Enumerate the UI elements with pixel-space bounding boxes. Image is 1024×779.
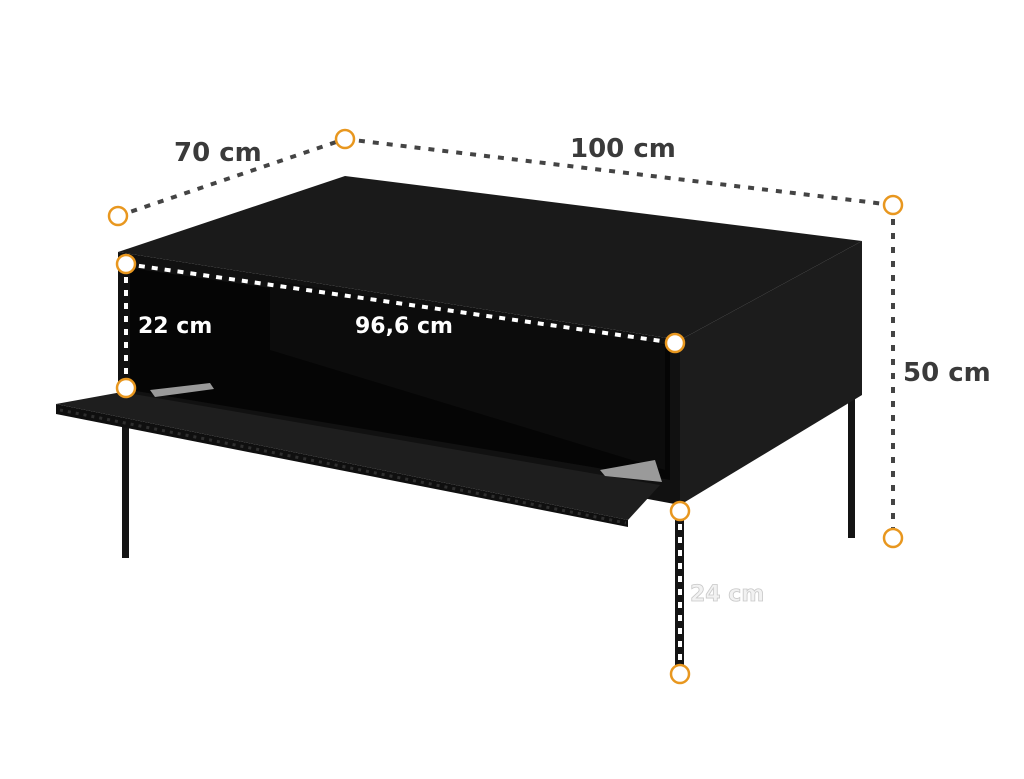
label-inner-height: 22 cm (138, 314, 212, 339)
leg-back-right (848, 392, 855, 538)
label-height: 50 cm (903, 358, 991, 388)
marker-inner-bottom-left (115, 377, 137, 399)
marker-leg-top (669, 500, 691, 522)
label-leg-height: 24 cm (690, 582, 764, 607)
hinge-right (600, 460, 662, 482)
leg-front-left (122, 420, 129, 558)
drawer-flap-ribs (59, 408, 627, 525)
dim-line-depth (117, 137, 346, 218)
dimension-markers (107, 128, 904, 685)
marker-inner-top-left (115, 253, 137, 275)
marker-leg-bottom (669, 663, 691, 685)
hinge-left (150, 383, 214, 397)
label-depth: 70 cm (174, 138, 262, 168)
label-inner-width: 96,6 cm (355, 314, 453, 339)
leg-front-right (675, 500, 684, 670)
label-width: 100 cm (570, 134, 676, 164)
table-side-panel (680, 241, 862, 505)
marker-depth-front (107, 205, 129, 227)
dim-line-inner-width (125, 262, 676, 345)
marker-back-corner (334, 128, 356, 150)
drawer-cavity-back (270, 280, 665, 470)
marker-height-bottom (882, 527, 904, 549)
marker-width-right (882, 194, 904, 216)
drawer-flap (56, 392, 660, 520)
table-top (118, 176, 862, 340)
marker-inner-top-right (664, 332, 686, 354)
